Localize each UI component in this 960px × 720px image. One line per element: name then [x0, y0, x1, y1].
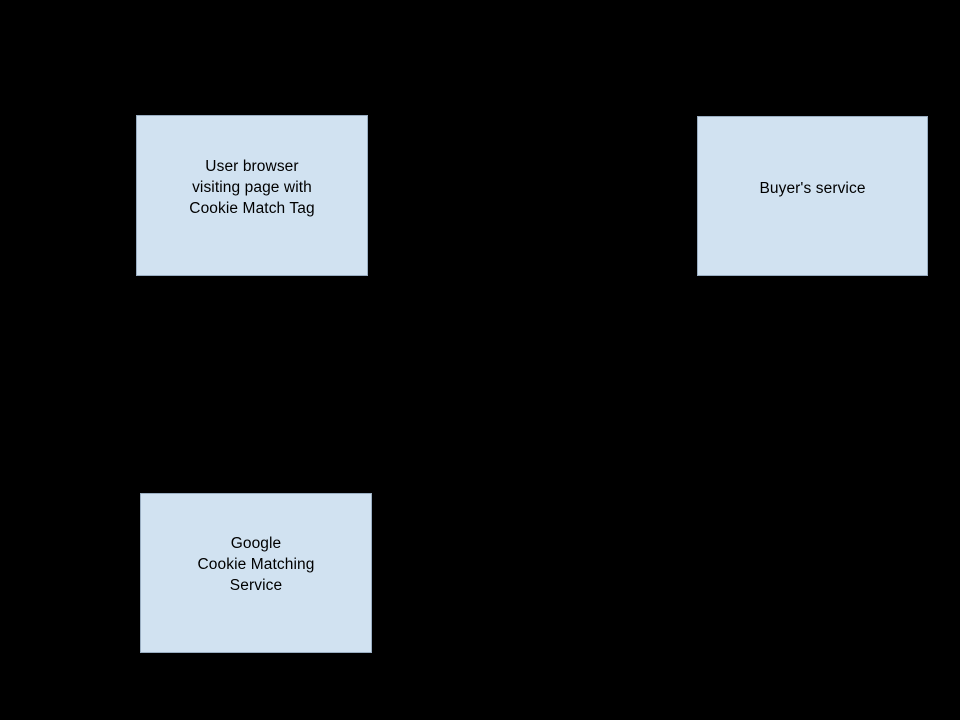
- node-google-cookie-matching-label: Google Cookie Matching Service: [197, 534, 315, 594]
- node-google-cookie-matching[interactable]: Google Cookie Matching Service: [140, 493, 372, 653]
- node-buyers-service-label: Buyer's service: [759, 179, 866, 197]
- node-user-browser-label: User browser visiting page with Cookie M…: [189, 158, 315, 217]
- node-user-browser[interactable]: User browser visiting page with Cookie M…: [136, 115, 368, 276]
- node-buyers-service[interactable]: Buyer's service: [697, 116, 928, 276]
